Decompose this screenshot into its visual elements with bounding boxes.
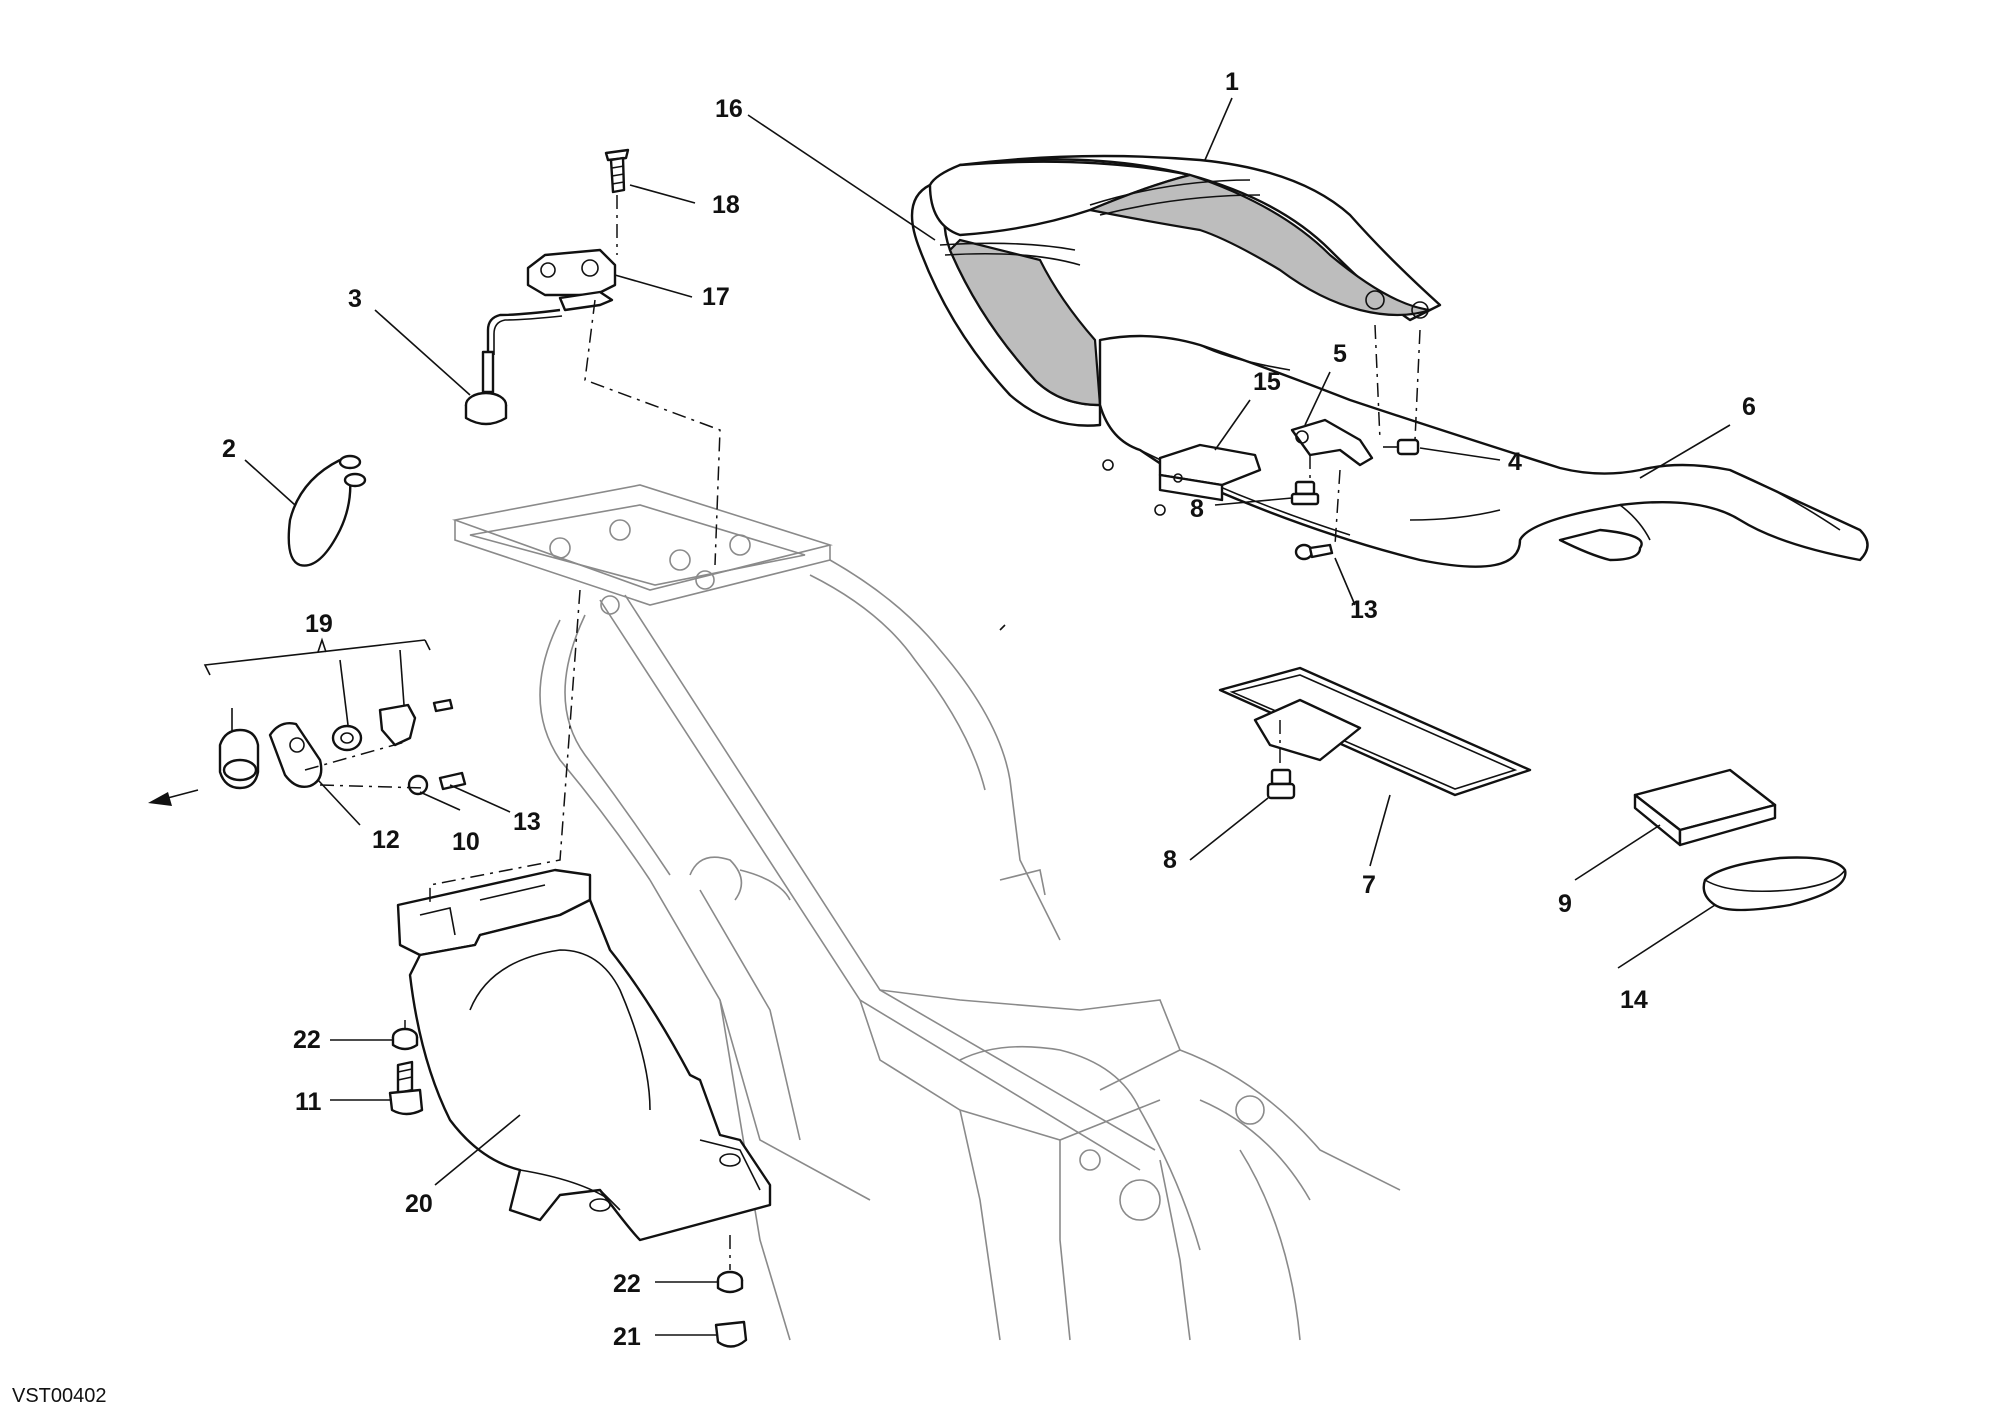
washer-22-lower [716,1270,744,1294]
undertray-20 [396,868,772,1242]
callout-22-lower: 22 [613,1270,641,1298]
callout-18: 18 [712,191,740,219]
bracket-5 [1290,418,1374,467]
seat [1098,290,1869,568]
screw-8-lower [1266,768,1296,800]
callout-21: 21 [613,1323,641,1351]
storage-tray [1218,666,1532,797]
callout-8-lower: 8 [1163,846,1177,874]
callout-1: 1 [1225,68,1239,96]
callout-12: 12 [372,826,400,854]
callout-10: 10 [452,828,480,856]
part-9-pad [1633,768,1777,847]
callout-13-lower: 13 [513,808,541,836]
bracket-15 [1158,443,1262,502]
callout-11: 11 [295,1088,322,1116]
callout-7: 7 [1362,871,1376,899]
callout-4: 4 [1508,448,1522,476]
nut-21 [714,1320,748,1348]
part-14-tube [1702,856,1847,912]
callout-16: 16 [715,95,743,123]
callout-5: 5 [1333,340,1347,368]
screw-13-upper [1294,543,1334,561]
seat-cowl [910,154,1442,427]
screw-18 [604,148,630,194]
callout-6: 6 [1742,393,1756,421]
cable-3 [464,308,563,426]
lock-17 [526,248,617,312]
callout-22-upper: 22 [293,1026,321,1054]
bracket-19-assembly [203,637,467,796]
callout-labels: 1 2 3 4 5 6 7 8 8 9 10 11 12 13 13 14 15… [222,68,1756,1351]
bolt-4 [1383,438,1420,456]
callout-2: 2 [222,435,236,463]
callout-20: 20 [405,1190,433,1218]
drawing-code: VST00402 [12,1385,107,1407]
callout-15: 15 [1253,368,1281,396]
washer-22-upper [391,1027,419,1051]
callout-14: 14 [1620,986,1648,1014]
direction-arrow-icon [148,789,199,806]
callout-13-upper: 13 [1350,596,1378,624]
assembly-lines [404,195,1421,1270]
callout-17: 17 [702,283,730,311]
screw-8-upper [1290,480,1320,506]
leader-lines [244,97,1731,1336]
screw-11 [388,1060,424,1116]
callout-3: 3 [348,285,362,313]
frame-outline [451,484,1401,1341]
callout-8-upper: 8 [1190,495,1204,523]
callout-19: 19 [305,610,333,638]
wire-2 [287,454,367,567]
callout-9: 9 [1558,890,1572,918]
